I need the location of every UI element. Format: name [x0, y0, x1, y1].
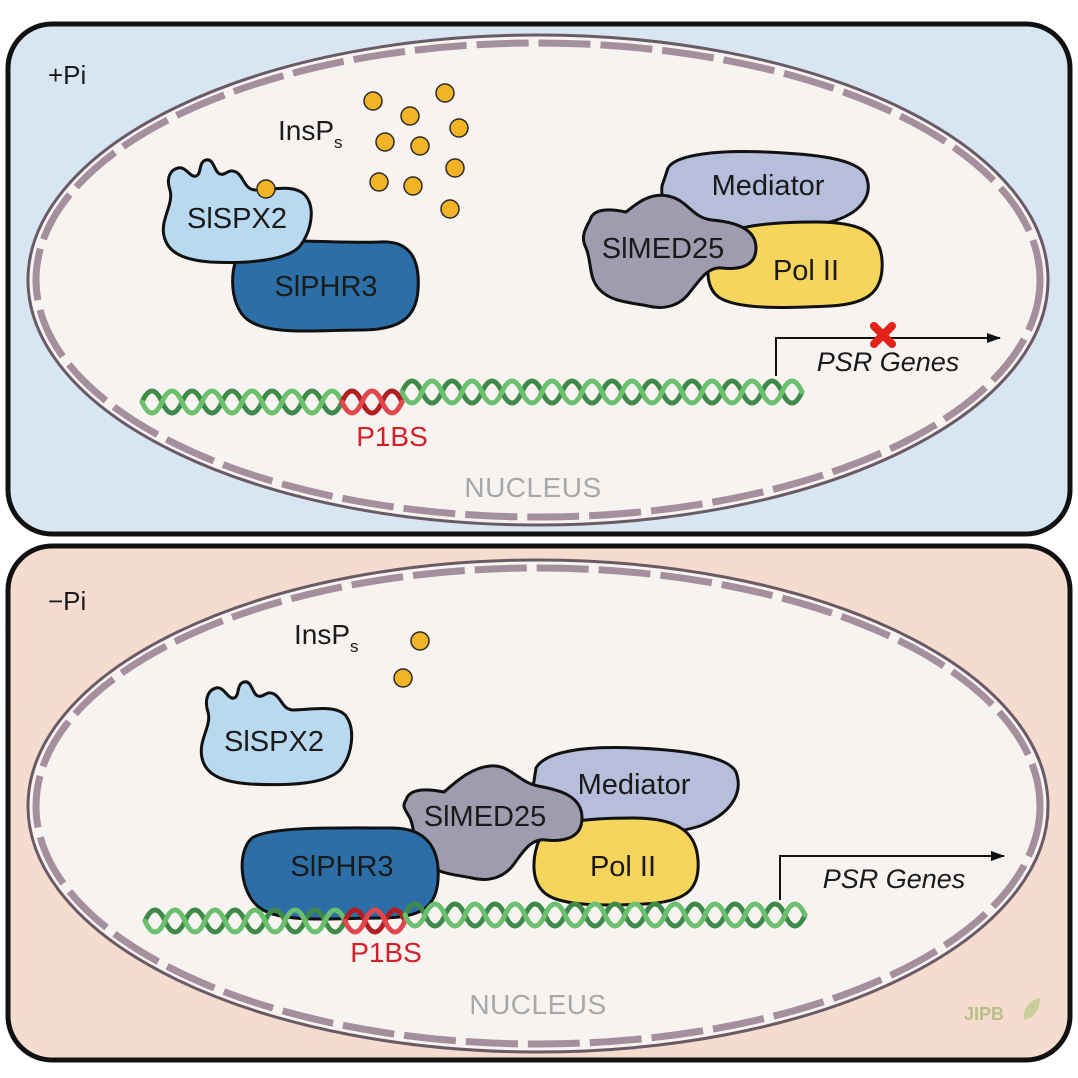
- insp-molecule: [375, 132, 395, 152]
- panel-plus-pi: +Pi NUCLEUS InsPs SlPHR3 SlSPX: [5, 21, 1073, 537]
- dna-helix-b: [139, 388, 345, 416]
- slmed25-label: SlMED25: [424, 801, 547, 833]
- p1bs-helix-b: [339, 388, 405, 416]
- pol2-shape: [532, 816, 700, 907]
- blocked-x-icon: [870, 322, 896, 348]
- insp-molecule: [445, 158, 465, 178]
- mediator-complex: Mediator Pol II SlMED25: [402, 746, 740, 907]
- leaf-icon: [1023, 998, 1040, 1020]
- p1bs-helix-a: [339, 388, 405, 416]
- p1bs-label: P1BS: [356, 421, 428, 452]
- pol2-label: Pol II: [773, 255, 839, 287]
- slspx2-shape: [199, 680, 354, 787]
- slmed25-shape: [582, 193, 758, 309]
- psr-genes-label: PSR Genes: [817, 347, 960, 377]
- psr-genes-label: PSR Genes: [823, 864, 966, 894]
- insps-label: InsPs: [294, 619, 359, 656]
- insp-molecules: [393, 631, 430, 688]
- slphr3-protein: SlPHR3: [231, 239, 420, 333]
- slspx2-label: SlSPX2: [187, 203, 287, 235]
- insp-molecule: [410, 136, 430, 156]
- slphr3-label: SlPHR3: [290, 851, 393, 883]
- insp-molecule: [369, 172, 389, 192]
- nucleus-label: NUCLEUS: [469, 989, 606, 1020]
- transcription-arrow: [779, 851, 1005, 900]
- pol2-label: Pol II: [590, 851, 656, 883]
- dna-strand: [139, 378, 805, 416]
- slphr3-shape: [231, 239, 420, 333]
- insp-molecule: [449, 118, 469, 138]
- insp-molecule: [440, 199, 460, 219]
- condition-label: +Pi: [48, 60, 86, 90]
- insp-molecule: [403, 176, 423, 196]
- nuclear-membrane: [32, 564, 1044, 1048]
- dna-helix-b: [399, 378, 805, 406]
- p1bs-helix-b: [342, 907, 408, 935]
- insp-molecule: [410, 631, 430, 651]
- mediator-label: Mediator: [578, 769, 691, 801]
- mediator-complex: Mediator Pol II SlMED25: [582, 150, 884, 310]
- insp-molecule: [400, 106, 420, 126]
- dna-helix-b: [142, 907, 348, 935]
- insp-molecule: [393, 668, 413, 688]
- slspx2-label: SlSPX2: [224, 726, 324, 758]
- dna-strand: [142, 901, 808, 935]
- nucleus: [26, 33, 1050, 527]
- insp-molecule: [363, 91, 383, 111]
- slphr3-protein: SlPHR3: [240, 826, 440, 921]
- nuclear-membrane: [32, 39, 1044, 521]
- p1bs-helix-a: [342, 907, 408, 935]
- jipb-watermark: JIPB: [964, 1004, 1004, 1024]
- insp-molecule: [435, 83, 455, 103]
- p1bs-label: P1BS: [350, 937, 422, 968]
- condition-label: −Pi: [48, 586, 86, 616]
- slphr3-label: SlPHR3: [274, 271, 377, 303]
- insp-molecules: [363, 83, 469, 219]
- mediator-label: Mediator: [712, 170, 825, 202]
- panel-minus-pi: −Pi NUCLEUS InsPs SlSPX2 Mediator Pol II…: [5, 543, 1073, 1063]
- insp-bound: [256, 179, 276, 199]
- slspx2-shape: [161, 158, 313, 264]
- dna-helix-b: [402, 901, 808, 929]
- insps-label: InsPs: [278, 115, 343, 152]
- transcription-arrow: [775, 333, 1001, 376]
- slspx2-protein: SlSPX2: [161, 158, 313, 264]
- slspx2-protein: SlSPX2: [199, 680, 354, 787]
- nucleus-label: NUCLEUS: [464, 472, 601, 503]
- slmed25-label: SlMED25: [602, 233, 725, 265]
